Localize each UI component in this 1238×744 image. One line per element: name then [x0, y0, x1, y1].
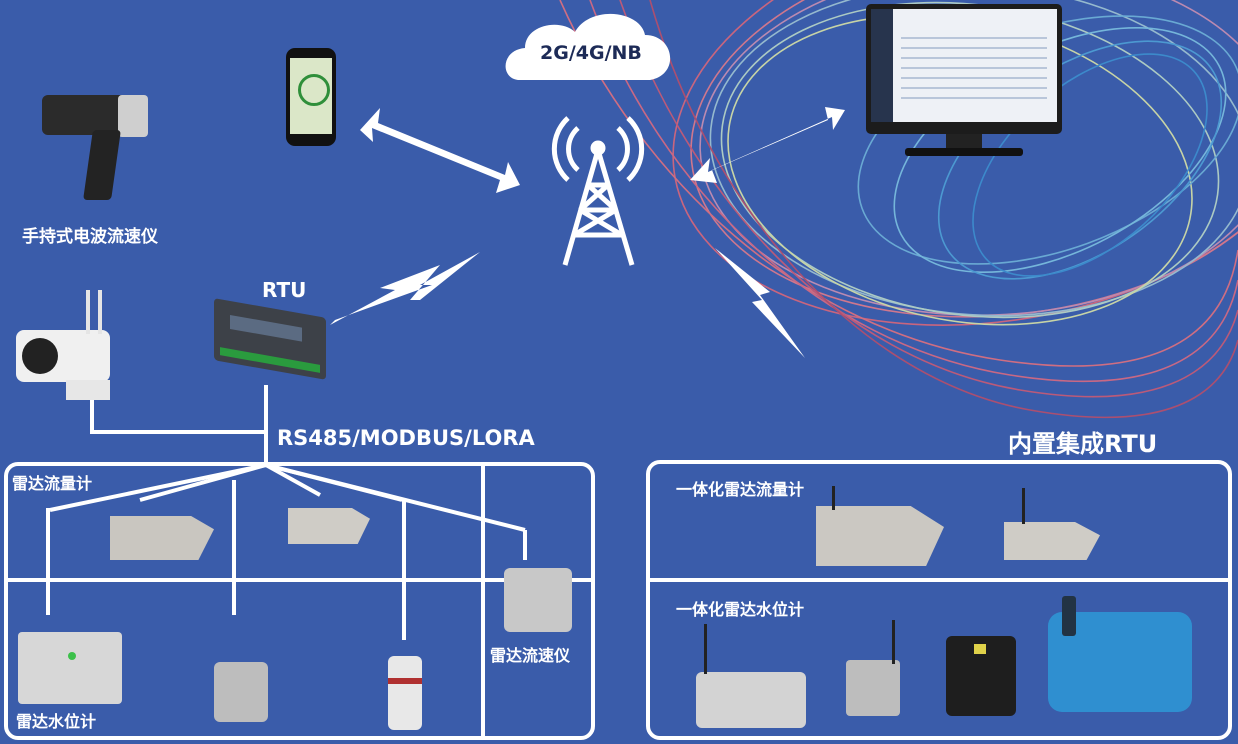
water-level-sensor-icon	[214, 662, 268, 722]
camera-antenna	[98, 290, 102, 334]
cloud-label: 2G/4G/NB	[540, 42, 642, 64]
flow-meter-icon	[110, 516, 214, 560]
antenna	[704, 624, 707, 674]
antenna	[1022, 488, 1025, 524]
right-panel-title: 内置集成RTU	[1008, 430, 1158, 458]
integrated-flow-meter-icon	[816, 506, 944, 566]
tower-icon	[551, 116, 645, 266]
flow-meter-icon	[288, 508, 370, 544]
right-panel	[646, 460, 1232, 740]
left-panel-divider	[8, 578, 591, 582]
integrated-flow-label: 一体化雷达流量计	[676, 480, 805, 499]
flow-meter-label: 雷达流量计	[12, 474, 93, 493]
water-level-sensor-icon	[388, 656, 422, 730]
integrated-level-meter-icon	[846, 660, 900, 716]
antenna	[892, 620, 895, 664]
phone-icon	[286, 48, 336, 146]
left-panel-vertical-divider	[481, 464, 485, 736]
camera-mount	[66, 380, 110, 400]
handheld-label: 手持式电波流速仪	[22, 227, 158, 247]
rtu-label: RTU	[262, 278, 307, 302]
bus-label: RS485/MODBUS/LORA	[277, 426, 535, 450]
velocity-meter-icon	[504, 568, 572, 632]
water-level-meter-icon	[18, 632, 122, 704]
handheld-screen	[118, 95, 148, 137]
left-panel	[4, 462, 595, 740]
monitor-stand	[946, 134, 982, 150]
antenna	[1062, 596, 1076, 636]
water-level-label: 雷达水位计	[16, 712, 97, 731]
cloud-icon	[505, 13, 671, 81]
monitor-icon	[866, 4, 1062, 134]
camera-icon	[16, 330, 110, 382]
antenna	[832, 486, 835, 510]
monitor-base	[905, 148, 1023, 156]
integrated-level-label: 一体化雷达水位计	[676, 600, 805, 619]
integrated-level-meter-icon	[946, 636, 1016, 716]
integrated-flow-meter-icon	[1004, 522, 1100, 560]
integrated-level-meter-icon	[696, 672, 806, 728]
right-panel-divider	[650, 578, 1228, 582]
velocity-label: 雷达流速仪	[490, 646, 571, 665]
camera-antenna	[86, 290, 90, 334]
